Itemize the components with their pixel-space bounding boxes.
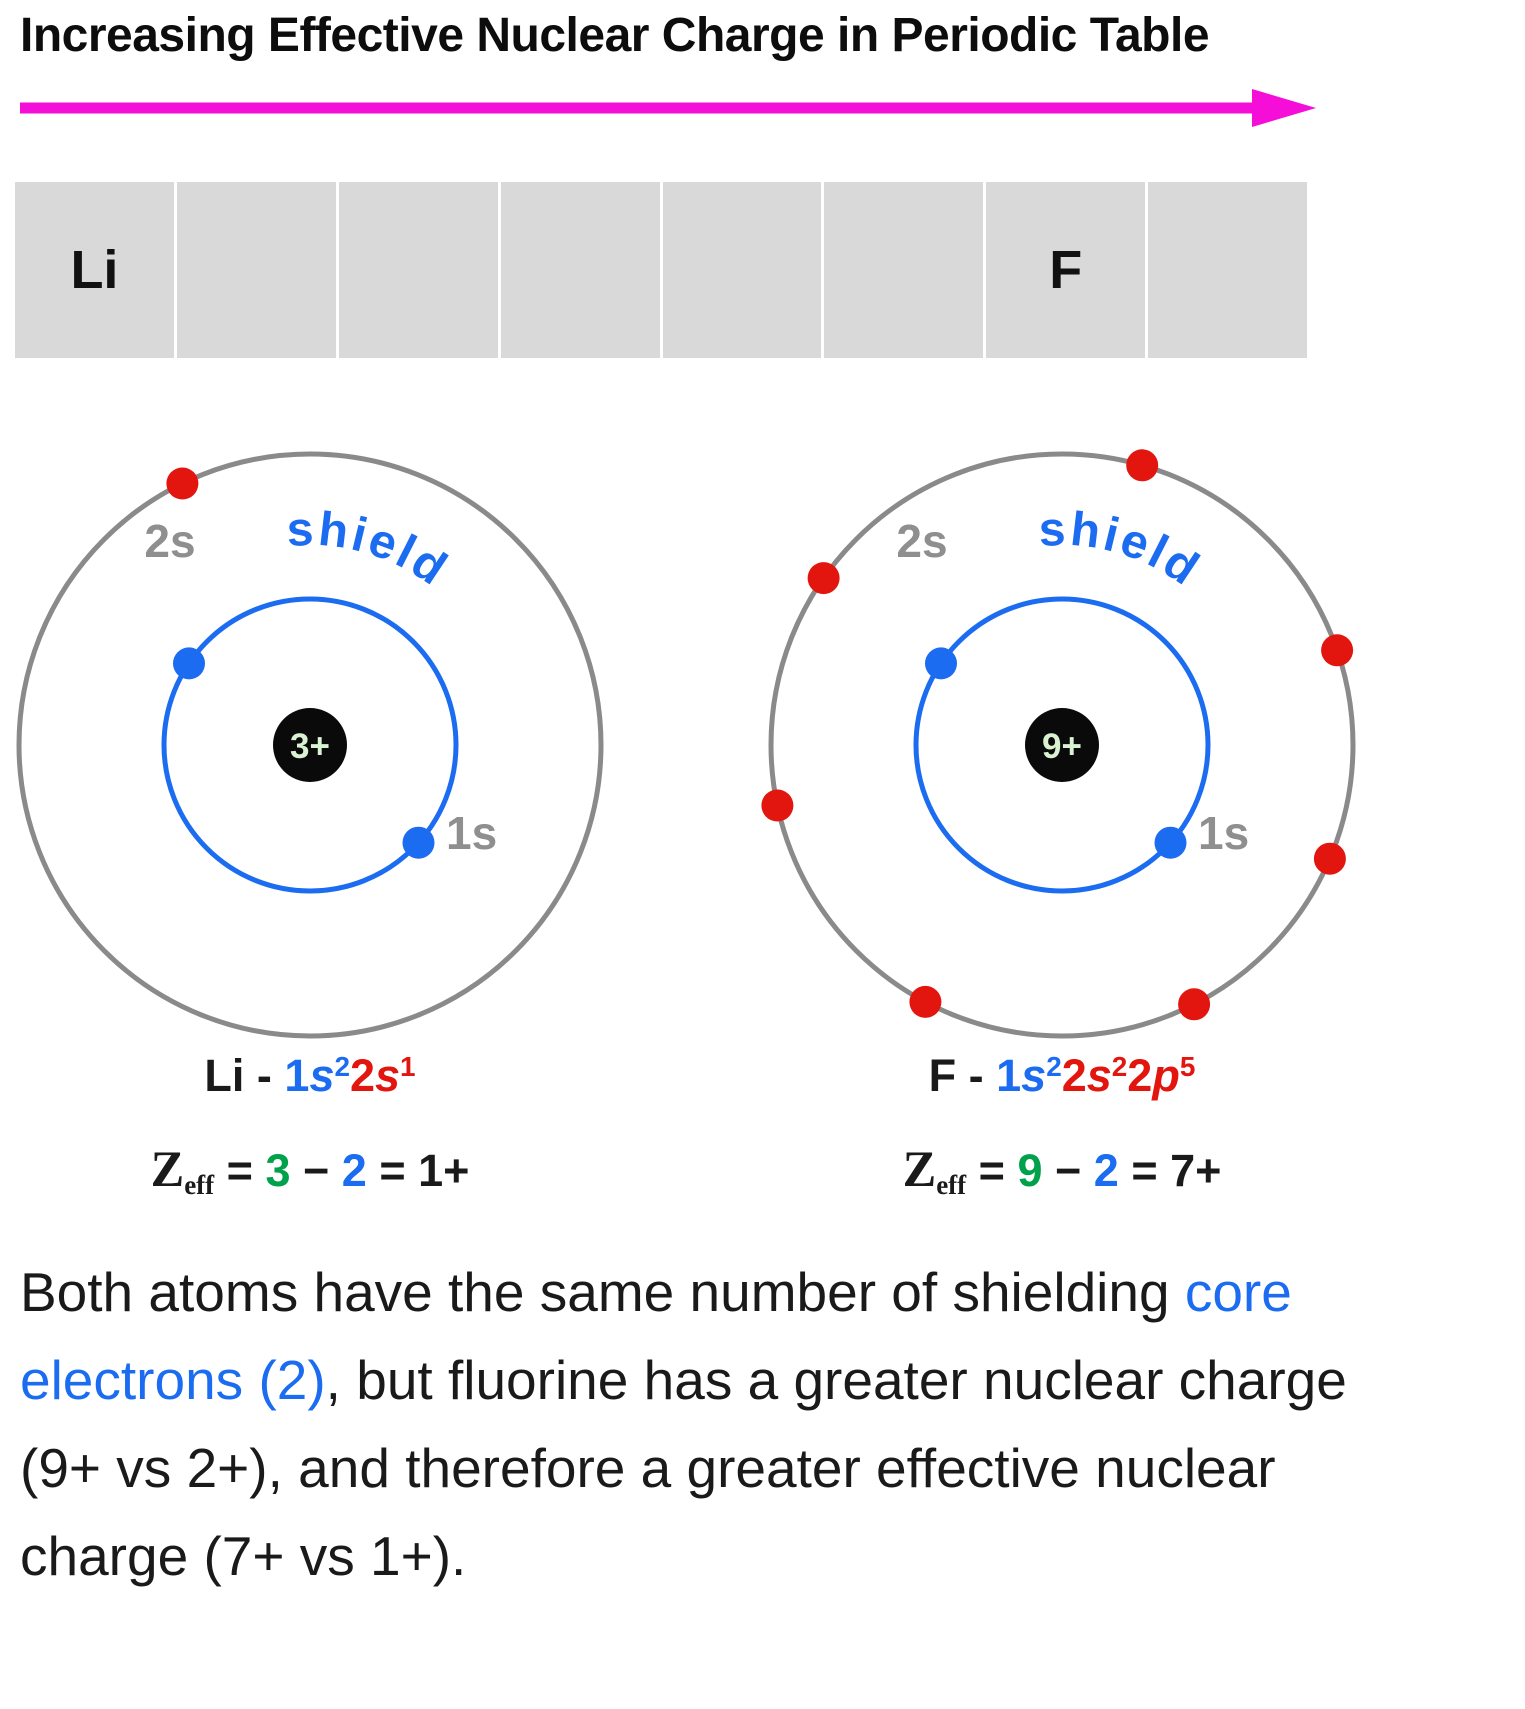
shield-label: shield	[1038, 503, 1210, 597]
valence-electron-dot	[1313, 842, 1346, 875]
periodic-cell: Li	[15, 182, 174, 358]
valence-electron-dot	[166, 467, 199, 500]
valence-electron-dot	[1321, 634, 1354, 667]
valence-electron-dot	[1126, 449, 1159, 482]
core-electron-dot	[1154, 826, 1187, 859]
lithium-zeff-equation: Zeff = 3 − 2 = 1+	[150, 1141, 470, 1200]
core-electron-dot	[402, 826, 435, 859]
caption-line: Both atoms have the same number of shiel…	[20, 1261, 1292, 1323]
core-electron-dot	[173, 647, 205, 680]
caption-paragraph: Both atoms have the same number of shiel…	[20, 1248, 1520, 1600]
outer-shell-label: 2s	[896, 515, 947, 567]
valence-electron-dot	[1178, 988, 1211, 1021]
caption-line: electrons (2), but fluorine has a greate…	[20, 1349, 1347, 1411]
periodic-cell	[176, 182, 336, 358]
valence-electron-dot	[909, 985, 942, 1018]
valence-electron-dot	[807, 562, 840, 595]
periodic-table-row: Li F	[15, 182, 1307, 358]
periodic-cell	[338, 182, 498, 358]
outer-shell-orbit	[16, 451, 604, 1039]
outer-shell-label: 2s	[144, 515, 195, 567]
periodic-cell	[1148, 182, 1307, 358]
element-symbol: F	[1049, 240, 1083, 300]
fluorine-electron-configuration: F - 1s22s22p5	[928, 1050, 1196, 1101]
lithium-electron-configuration: Li - 1s22s1	[204, 1050, 416, 1101]
inner-shell-label: 1s	[1198, 807, 1249, 859]
periodic-cell	[662, 182, 822, 358]
periodic-cell	[824, 182, 984, 358]
nucleus	[1025, 708, 1099, 782]
nucleus	[273, 708, 347, 782]
nucleus-charge-label: 3+	[290, 727, 330, 766]
page-title: Increasing Effective Nuclear Charge in P…	[20, 9, 1210, 62]
valence-electron-dot	[761, 789, 794, 822]
element-symbol: Li	[70, 240, 119, 300]
arrow-head	[1252, 89, 1316, 127]
inner-shell-orbit	[161, 596, 459, 894]
shield-label: shield	[286, 503, 458, 597]
increasing-arrow	[20, 89, 1316, 127]
core-electron-dot	[925, 647, 957, 680]
fluorine-atom-diagram: shield 2s 1s 9+	[761, 449, 1356, 1039]
periodic-cell	[500, 182, 660, 358]
inner-shell-label: 1s	[446, 807, 497, 859]
fluorine-zeff-equation: Zeff = 9 − 2 = 7+	[902, 1141, 1222, 1200]
lithium-atom-diagram: shield 2s 1s 3+	[16, 451, 604, 1039]
periodic-cell: F	[986, 182, 1146, 358]
caption-line: (9+ vs 2+), and therefore a greater effe…	[20, 1437, 1276, 1499]
outer-shell-orbit	[768, 451, 1356, 1039]
caption-line: charge (7+ vs 1+).	[20, 1525, 467, 1587]
nucleus-charge-label: 9+	[1042, 727, 1082, 766]
inner-shell-orbit	[913, 596, 1211, 894]
